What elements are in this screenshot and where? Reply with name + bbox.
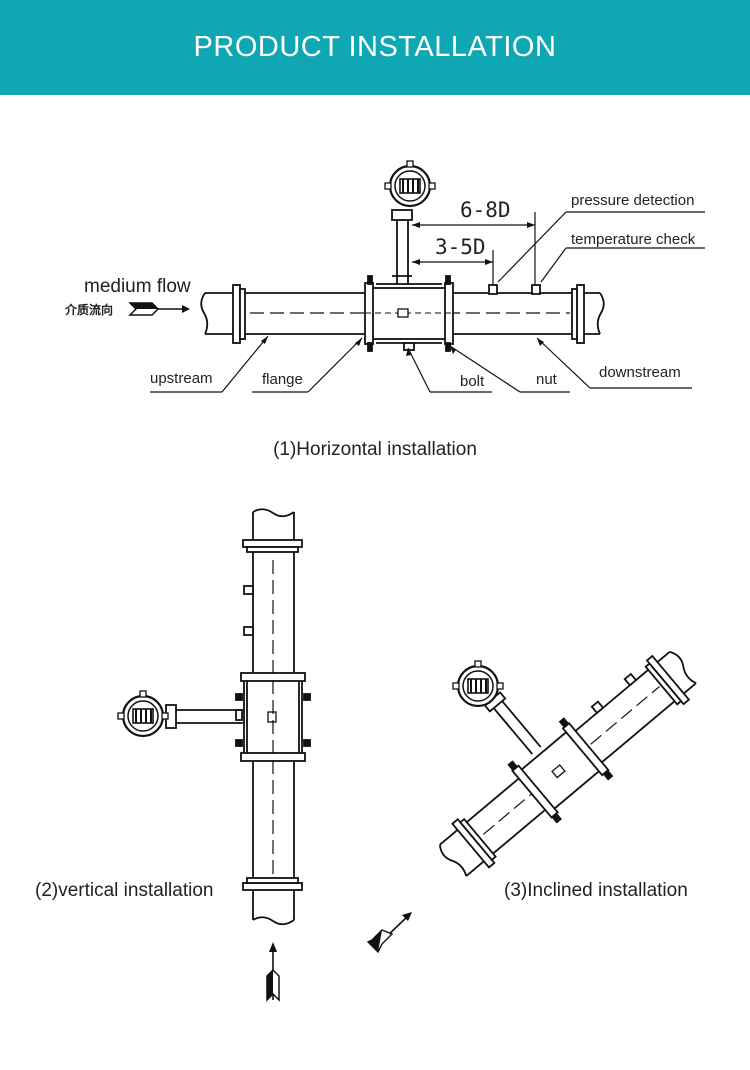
dimension-3-5d: 3-5D — [435, 235, 486, 259]
nut-label: nut — [536, 371, 558, 388]
flowmeter-display-icon — [383, 159, 437, 208]
medium-flow-cn-label: 介质流向 — [64, 302, 113, 317]
horizontal-caption: (1)Horizontal installation — [273, 439, 477, 460]
header-banner — [0, 0, 750, 95]
pressure-detection-label: pressure detection — [571, 192, 694, 209]
vertical-diagram — [165, 508, 311, 926]
flow-arrow-icon — [366, 912, 412, 954]
upstream-label: upstream — [150, 370, 213, 387]
horizontal-diagram — [150, 209, 705, 393]
flow-arrow-icon — [266, 942, 280, 1002]
dimension-6-8d: 6-8D — [460, 198, 511, 222]
flange-label: flange — [262, 371, 303, 388]
inclined-diagram — [439, 650, 697, 877]
vertical-caption: (2)vertical installation — [35, 880, 213, 901]
flowmeter-display-icon — [116, 689, 170, 738]
downstream-label: downstream — [599, 364, 681, 381]
flow-arrow-icon — [128, 302, 190, 316]
temperature-check-label: temperature check — [571, 231, 696, 248]
bolt-label: bolt — [460, 373, 485, 390]
inclined-caption: (3)Inclined installation — [504, 880, 688, 901]
medium-flow-label: medium flow — [84, 276, 191, 297]
page-title: PRODUCT INSTALLATION — [193, 31, 557, 63]
